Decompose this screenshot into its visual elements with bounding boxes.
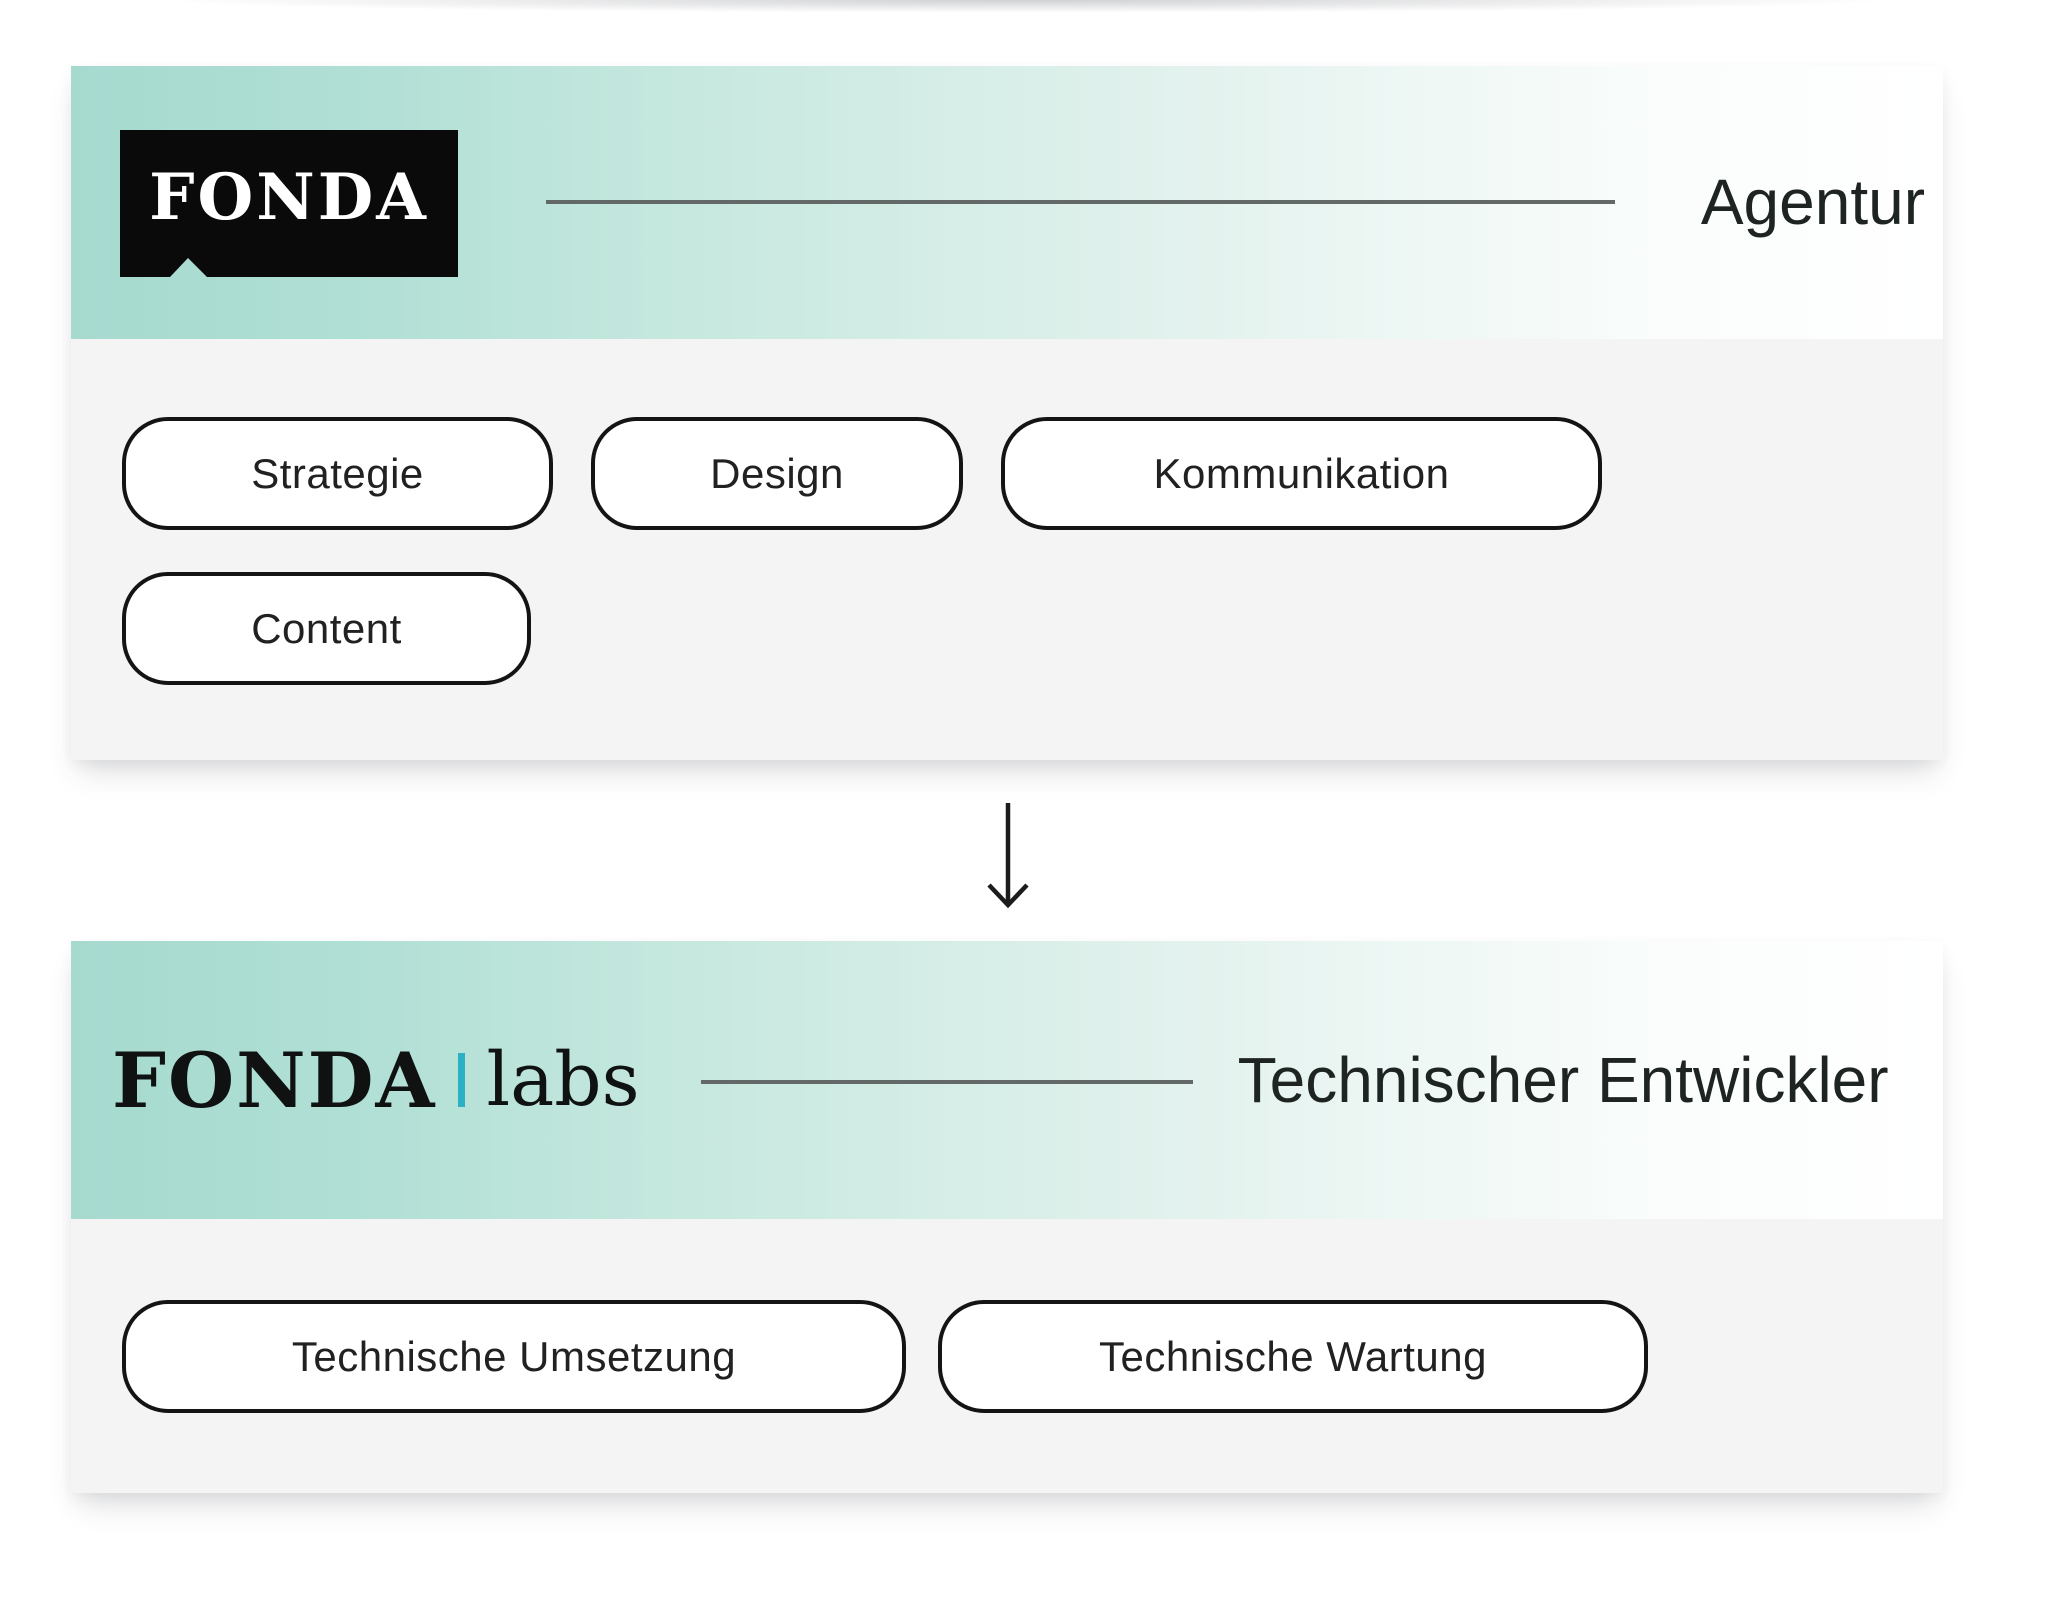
pill-design-label: Design [710,449,844,497]
pill-strategie: Strategie [122,417,553,530]
agency-card-header: FONDA Agentur [71,66,1943,339]
labs-card: FONDA labs Technischer Entwickler Techni… [71,941,1943,1493]
labs-services-list: Technische Umsetzung Technische Wartung [71,1219,1943,1493]
fonda-labs-logo-divider [457,1053,465,1107]
pill-design: Design [591,417,963,530]
fonda-labs-logo-text: FONDA [112,1035,437,1125]
agency-role-label: Agentur [1700,166,1925,238]
down-arrow-icon [985,801,1031,909]
labs-role-label: Technischer Entwickler [1237,1044,1889,1116]
pill-kommunikation: Kommunikation [1001,417,1602,530]
fonda-logo: FONDA [120,130,458,277]
logo-role-connector-line [546,200,1615,204]
logo-role-connector-line [700,1080,1193,1084]
pill-content: Content [122,572,531,685]
pill-strategie-label: Strategie [251,449,424,497]
pill-technische-umsetzung-label: Technische Umsetzung [291,1332,737,1380]
pill-technische-wartung-label: Technische Wartung [1099,1332,1487,1380]
pill-content-label: Content [251,604,402,652]
labs-card-header: FONDA labs Technischer Entwickler [71,941,1943,1219]
pill-kommunikation-label: Kommunikation [1153,449,1450,497]
pill-technische-umsetzung: Technische Umsetzung [122,1300,906,1413]
pill-technische-wartung: Technische Wartung [938,1300,1648,1413]
fonda-labs-logo-suffix: labs [486,1037,640,1123]
agency-services-list: Strategie Design Kommunikation Content [71,339,1943,760]
top-edge-shadow [110,0,1940,12]
fonda-logo-text: FONDA [149,160,429,235]
agency-card: FONDA Agentur Strategie Design Kommunika… [71,66,1943,760]
